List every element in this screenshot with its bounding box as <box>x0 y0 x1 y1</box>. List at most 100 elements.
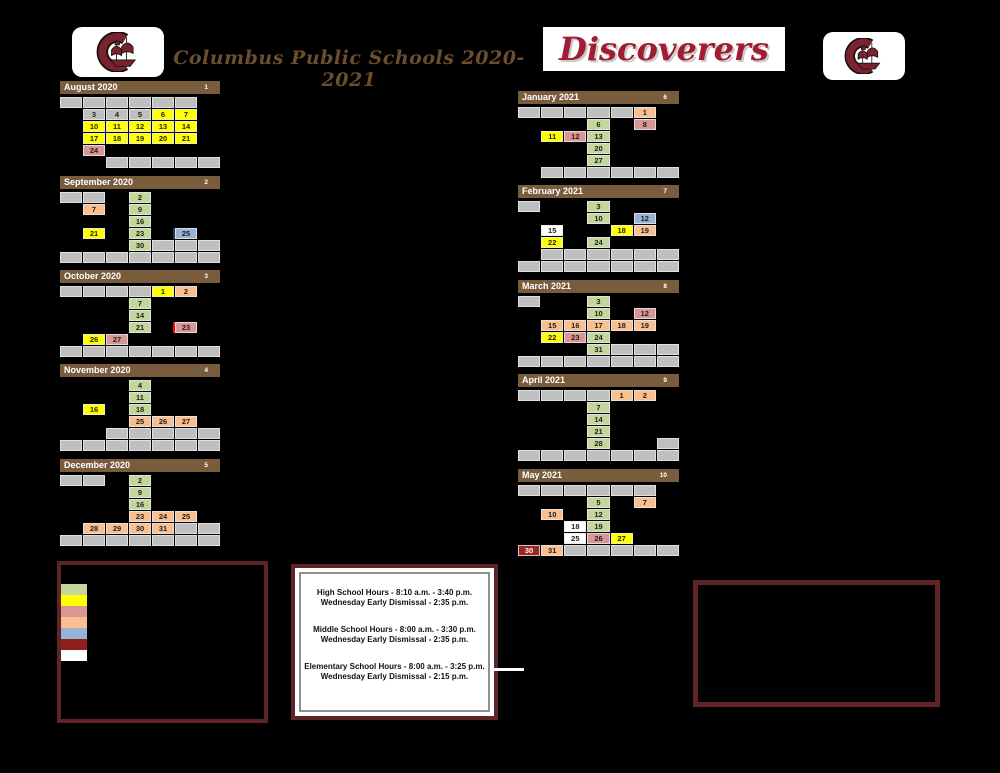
day-cell <box>611 131 633 142</box>
day-cell <box>657 225 679 236</box>
day-cell <box>518 438 540 449</box>
day-cell <box>175 487 197 498</box>
month-index-number: 5 <box>204 462 208 469</box>
day-cell <box>611 201 633 212</box>
day-cell <box>129 440 151 451</box>
day-cell <box>564 213 586 224</box>
day-cell <box>657 533 679 544</box>
day-cell <box>152 334 174 345</box>
day-cell <box>129 346 151 357</box>
day-cell <box>634 533 656 544</box>
middle-school-hours-group: Middle School Hours - 8:00 a.m. - 3:30 p… <box>301 625 488 645</box>
day-cell: 26 <box>587 533 610 544</box>
elementary-school-hours-group: Elementary School Hours - 8:00 a.m. - 3:… <box>301 662 488 682</box>
day-cell <box>60 286 82 297</box>
day-cell <box>518 296 541 307</box>
day-cell <box>175 346 197 357</box>
day-cell <box>106 428 128 439</box>
day-cell: 21 <box>129 322 151 333</box>
day-cell <box>60 157 82 168</box>
day-cell <box>83 252 105 263</box>
day-cell <box>541 119 563 130</box>
day-cell: 23 <box>129 511 151 522</box>
day-cell <box>518 509 540 520</box>
day-cell <box>541 167 564 178</box>
day-cell <box>83 392 105 403</box>
day-cell <box>634 402 656 413</box>
day-cell <box>518 521 540 532</box>
day-cell: 12 <box>564 131 587 142</box>
day-cell <box>657 143 679 154</box>
quarter-end-marker <box>173 228 175 239</box>
day-cell: 24 <box>152 511 174 522</box>
day-cell <box>106 240 128 251</box>
legend-swatch-pink <box>61 606 87 617</box>
day-cell <box>587 107 610 118</box>
day-cell <box>129 428 151 439</box>
day-cell <box>657 485 679 496</box>
day-cell <box>60 109 82 120</box>
day-cell: 18 <box>106 133 128 144</box>
day-cell <box>564 509 586 520</box>
day-cell: 2 <box>129 475 151 486</box>
day-cell <box>106 192 128 203</box>
day-cell: 11 <box>106 121 128 132</box>
day-cell <box>152 192 174 203</box>
day-cell <box>611 308 633 319</box>
day-cell: 27 <box>610 533 633 544</box>
day-cell: 26 <box>83 334 105 345</box>
day-cell: 20 <box>587 143 610 154</box>
day-cell: 12 <box>633 213 656 224</box>
day-cell <box>518 237 540 248</box>
day-cell <box>60 228 82 239</box>
day-cell <box>564 201 586 212</box>
day-cell <box>518 390 541 401</box>
day-cell <box>564 414 586 425</box>
day-cell <box>610 545 633 556</box>
day-cell <box>518 201 541 212</box>
day-cell: 30 <box>129 523 151 534</box>
day-cell <box>83 428 105 439</box>
day-cell <box>152 346 174 357</box>
day-cell <box>129 157 151 168</box>
day-cell <box>83 286 105 297</box>
month-index-number: 8 <box>663 283 667 290</box>
middle-school-dismissal-line: Wednesday Early Dismissal - 2:35 p.m. <box>320 635 469 644</box>
day-cell <box>657 414 679 425</box>
day-cell <box>611 426 633 437</box>
day-cell <box>518 320 540 331</box>
day-cell <box>175 334 197 345</box>
day-cell <box>587 249 610 260</box>
day-cell <box>198 380 220 391</box>
day-cell: 19 <box>129 133 151 144</box>
day-cell <box>610 356 633 367</box>
day-cell <box>198 121 220 132</box>
day-cell <box>587 450 610 461</box>
day-cell <box>610 261 633 272</box>
day-cell <box>610 450 633 461</box>
day-cell <box>175 192 197 203</box>
month-index-number: 3 <box>204 273 208 280</box>
day-cell <box>541 308 563 319</box>
day-cell: 10 <box>541 509 564 520</box>
day-cell <box>83 416 105 427</box>
day-cell <box>175 216 197 227</box>
day-cell <box>198 392 220 403</box>
day-cell: 31 <box>541 545 564 556</box>
day-cell: 3 <box>587 296 610 307</box>
day-cell <box>60 416 82 427</box>
day-cell <box>106 392 128 403</box>
day-cell <box>518 167 540 178</box>
day-cell: 1 <box>610 390 633 401</box>
day-cell <box>587 167 610 178</box>
day-cell <box>198 192 220 203</box>
month-title: August 2020 <box>64 82 118 92</box>
day-cell <box>83 157 105 168</box>
day-cell: 12 <box>587 509 610 520</box>
day-cell <box>518 225 540 236</box>
